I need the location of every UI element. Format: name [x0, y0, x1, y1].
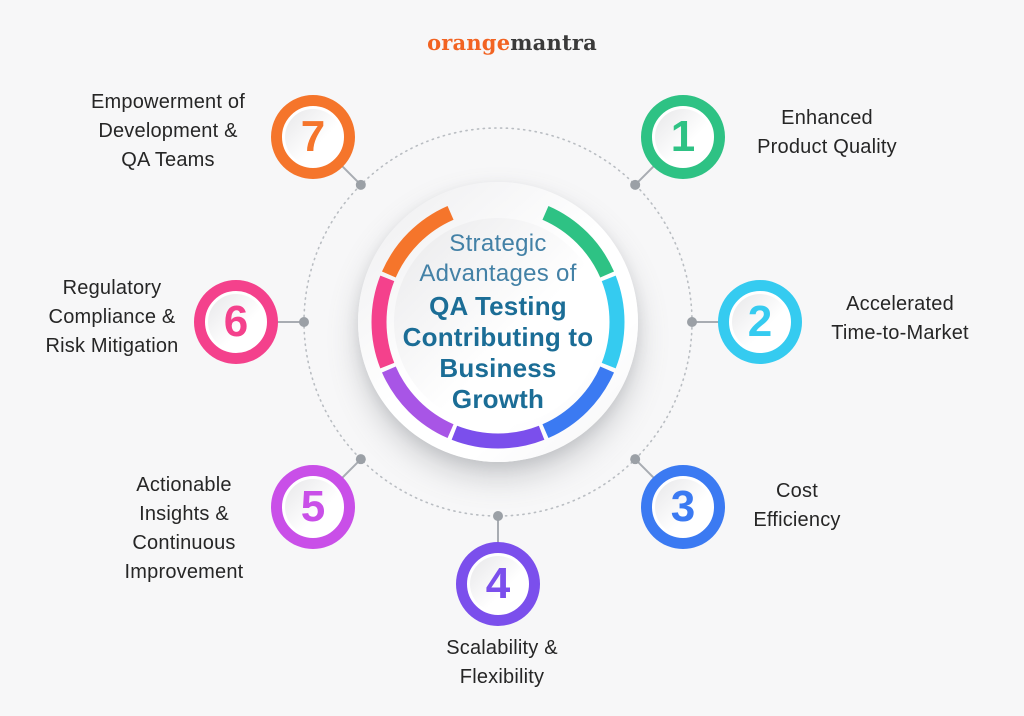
item-4-number: 4: [485, 559, 511, 608]
ring-segment-3: [542, 366, 615, 439]
center-title-top: Strategic Advantages of: [419, 230, 577, 287]
item-5-number: 5: [300, 482, 326, 531]
item-2-number: 2: [747, 297, 773, 346]
center-circle: Strategic Advantages of QA Testing Contr…: [358, 182, 638, 462]
ring-segment-6: [371, 275, 395, 369]
item-2-circle: 2: [718, 280, 802, 364]
item-1-circle: 1: [641, 95, 725, 179]
connector-dot-2: [687, 317, 697, 327]
connector-dot-6: [299, 317, 309, 327]
item-6-number: 6: [223, 297, 249, 346]
logo-mantra: mantra: [510, 30, 597, 55]
center-title-main: QA Testing Contributing to Business Grow…: [402, 291, 594, 414]
ring-segment-1: [542, 205, 615, 278]
center-inner-disk: Strategic Advantages of QA Testing Contr…: [394, 218, 602, 426]
connector-dot-1: [630, 179, 641, 190]
item-1-label: Enhanced Product Quality: [757, 107, 897, 158]
item-6-circle: 6: [194, 280, 278, 364]
center-ring-segments: [371, 205, 625, 449]
item-7-circle: 7: [271, 95, 355, 179]
item-3-circle: 3: [641, 465, 725, 549]
logo-orange: orange: [427, 30, 511, 55]
item-7-label: Empowerment of Development & QA Teams: [91, 91, 245, 171]
item-2-label: Accelerated Time-to-Market: [831, 293, 969, 344]
item-5-circle: 5: [271, 465, 355, 549]
item-6-label: Regulatory Compliance & Risk Mitigation: [45, 277, 179, 357]
item-5-label: Actionable Insights & Continuous Improve…: [124, 474, 244, 583]
connector-dot-5: [355, 454, 366, 465]
connector-dot-4: [493, 511, 503, 521]
item-3-number: 3: [670, 482, 696, 531]
item-4-label: Scalability & Flexibility: [446, 637, 558, 688]
item-4-circle: 4: [456, 542, 540, 626]
item-7-number: 7: [300, 112, 326, 161]
ring-segment-2: [601, 275, 625, 369]
ring-segment-7: [381, 205, 454, 278]
connector-dot-3: [630, 454, 641, 465]
item-3-label: Cost Efficiency: [753, 480, 841, 531]
ring-segment-4: [451, 425, 545, 449]
item-1-number: 1: [670, 112, 696, 161]
ring-segment-5: [381, 366, 454, 439]
logo: orangemantra: [0, 30, 1024, 55]
connector-dot-7: [355, 179, 366, 190]
